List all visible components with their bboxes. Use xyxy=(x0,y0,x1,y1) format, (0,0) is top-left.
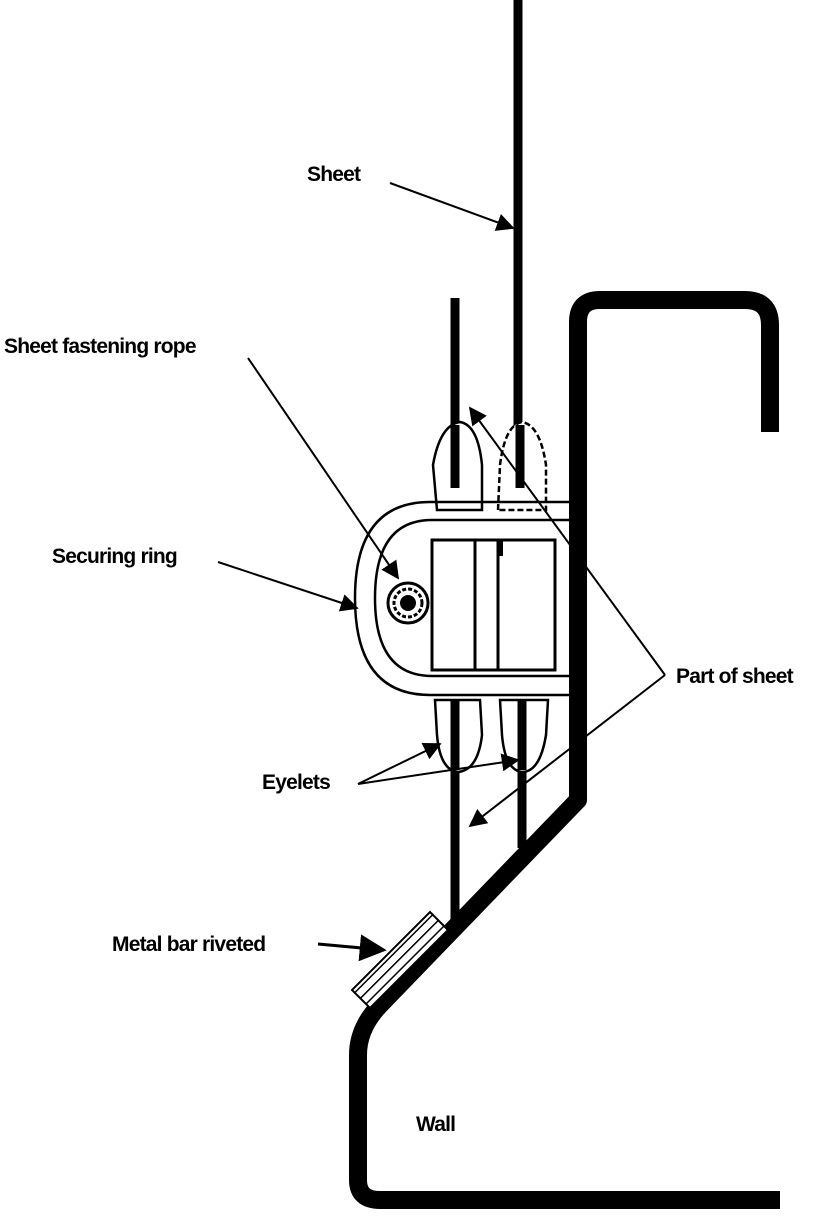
clamp-block xyxy=(430,538,557,672)
label-part-of-sheet: Part of sheet xyxy=(676,665,794,688)
arrow-securing-ring xyxy=(217,561,359,612)
label-metal-bar-riveted: Metal bar riveted xyxy=(112,933,266,956)
arrow-part-of-sheet-up xyxy=(468,406,666,676)
arrow-eyelet-left xyxy=(357,743,442,785)
securing-ring-inner xyxy=(373,518,575,678)
arrow-sheet xyxy=(389,182,515,231)
label-sheet: Sheet xyxy=(307,163,361,186)
label-securing-ring: Securing ring xyxy=(52,545,178,568)
arrow-part-of-sheet-down xyxy=(468,674,666,828)
label-eyelets: Eyelets xyxy=(262,771,331,794)
arrow-metal-bar xyxy=(317,934,387,962)
arrow-fastening-rope xyxy=(247,357,400,580)
label-wall: Wall xyxy=(416,1113,456,1136)
metal-bar-riveted xyxy=(350,910,450,1010)
label-sheet-fastening-rope: Sheet fastening rope xyxy=(4,335,197,358)
arrow-eyelet-right xyxy=(357,753,520,785)
wall-profile xyxy=(349,291,780,1209)
